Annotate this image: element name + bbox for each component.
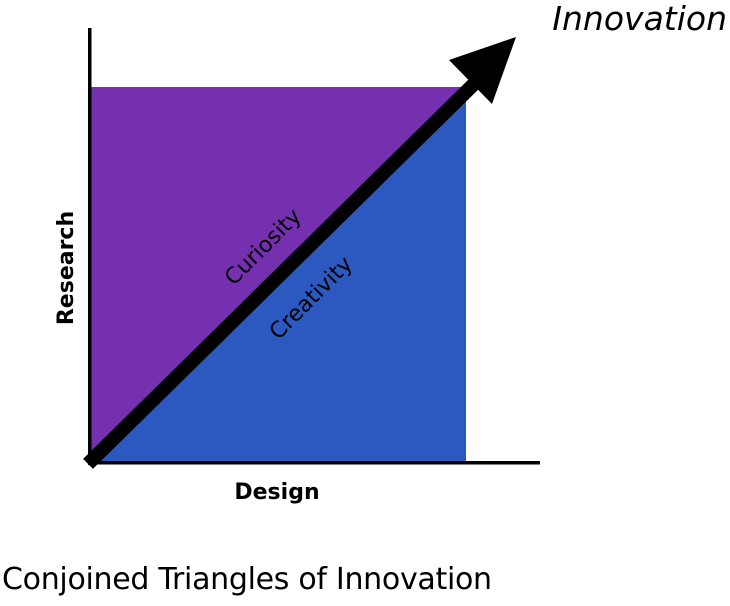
innovation-label: Innovation (552, 0, 727, 38)
x-axis (88, 461, 540, 465)
y-axis-label: Research (54, 211, 79, 325)
y-axis (88, 28, 92, 465)
diagram-title: Conjoined Triangles of Innovation (2, 562, 492, 597)
innovation-arrow-shaft (83, 70, 488, 469)
x-axis-label: Design (234, 480, 319, 505)
innovation-arrow-head (449, 37, 516, 104)
